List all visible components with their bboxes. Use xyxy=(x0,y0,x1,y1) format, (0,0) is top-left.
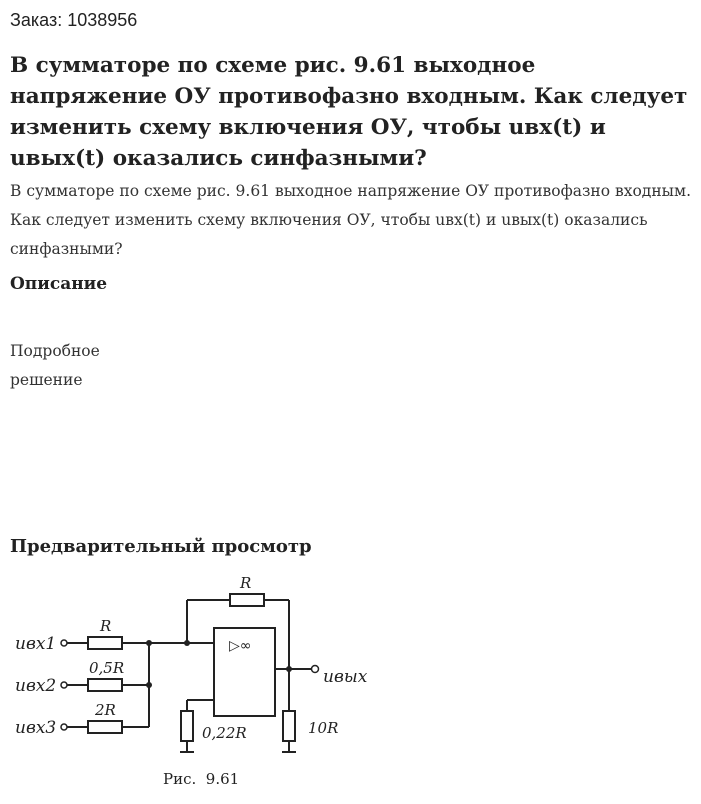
label-r-in3: 2R xyxy=(94,701,116,719)
output-terminal xyxy=(310,664,320,674)
resistor-in1 xyxy=(87,636,123,650)
label-r-in2: 0,5R xyxy=(89,659,124,677)
preview-heading: Предварительный просмотр xyxy=(10,536,312,557)
junction-dot xyxy=(184,640,190,646)
input-terminal-3 xyxy=(60,723,68,731)
label-r-feedback: R xyxy=(239,574,251,592)
resistor-in2 xyxy=(87,678,123,692)
op-amp-box xyxy=(213,627,276,717)
order-number: Заказ: 1038956 xyxy=(10,10,138,30)
description-heading: Описание xyxy=(10,274,108,294)
resistor-in3 xyxy=(87,720,123,734)
resistor-load xyxy=(282,710,296,742)
junction-dot xyxy=(286,666,292,672)
circuit-diagram: uвх1 uвх2 uвх3 uвых R R 0,5R 2R 0,22R 10… xyxy=(15,574,368,788)
resistor-feedback xyxy=(229,593,265,607)
label-r-in1: R xyxy=(99,617,111,635)
label-r-load: 10R xyxy=(308,719,338,737)
junction-dot xyxy=(146,682,152,688)
label-out: uвых xyxy=(323,667,368,687)
label-r-ground: 0,22R xyxy=(202,724,247,742)
question-text: В сумматоре по схеме рис. 9.61 выходное … xyxy=(10,182,692,258)
description-line-1: Подробное xyxy=(10,342,100,360)
junction-dot xyxy=(146,640,152,646)
label-in1: uвх1 xyxy=(15,634,56,654)
figure-caption: Рис. 9.61 xyxy=(163,770,239,788)
question-title: В сумматоре по схеме рис. 9.61 выходное … xyxy=(10,53,688,171)
description-text: Подробное решение xyxy=(10,337,100,395)
label-in3: uвх3 xyxy=(15,718,56,738)
description-line-2: решение xyxy=(10,371,83,389)
input-terminal-2 xyxy=(60,681,68,689)
op-amp-symbol: ▷∞ xyxy=(229,638,251,654)
label-in2: uвх2 xyxy=(15,676,56,696)
resistor-ground xyxy=(180,710,194,742)
input-terminal-1 xyxy=(60,639,68,647)
